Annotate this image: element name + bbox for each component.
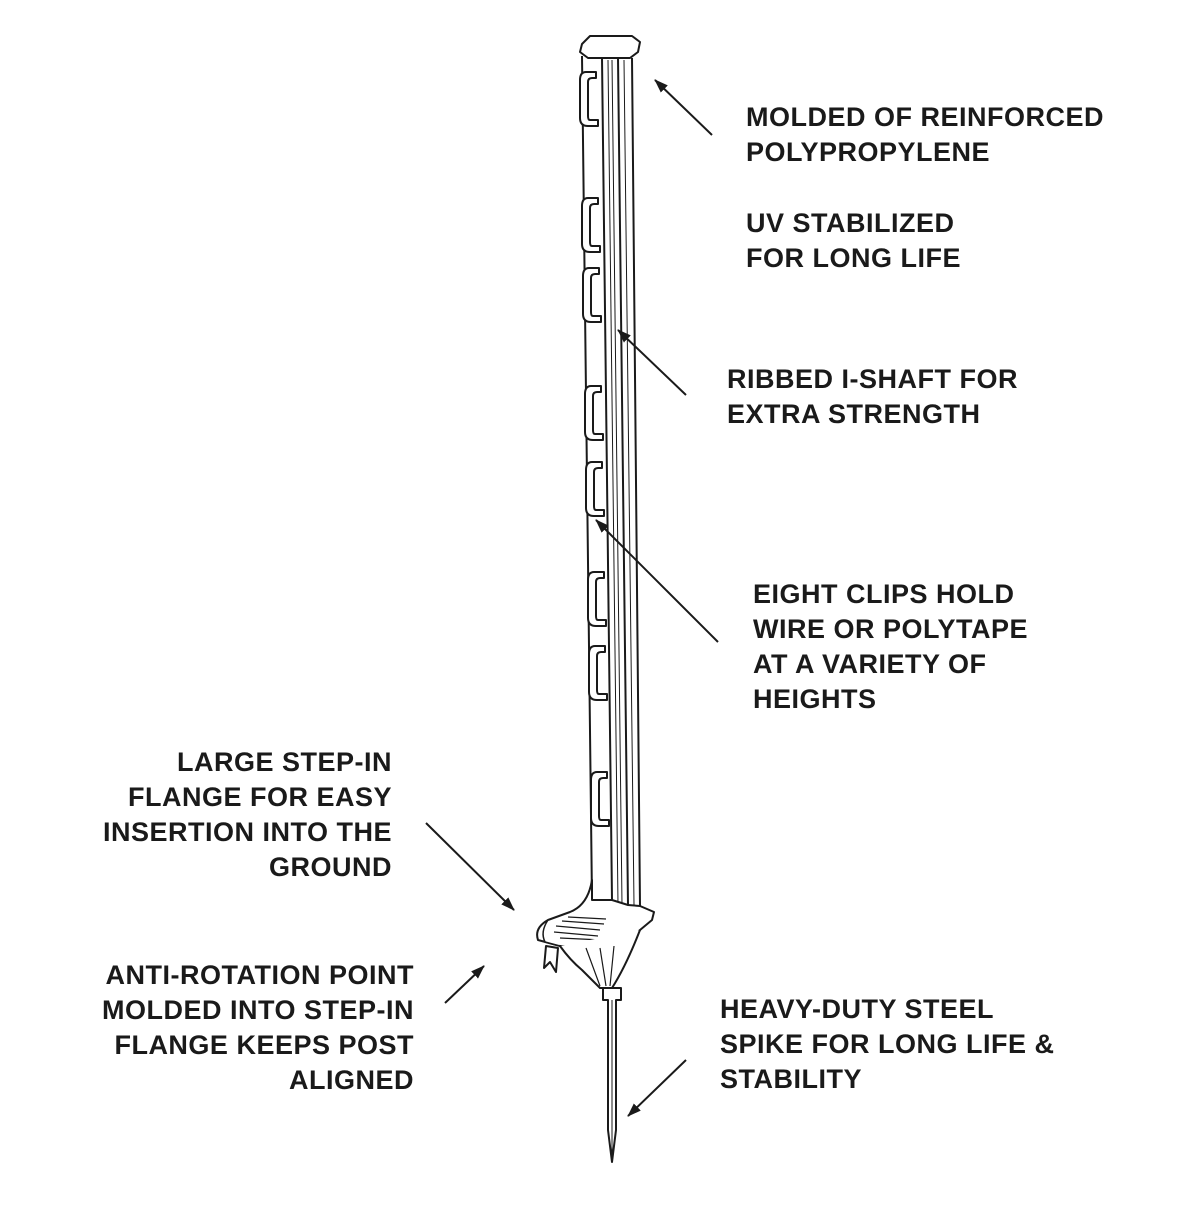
callout-line: ANTI-ROTATION POINT bbox=[105, 960, 414, 990]
arrow-anti-rotation bbox=[444, 965, 485, 1004]
callout-line: POLYPROPYLENE bbox=[746, 137, 991, 167]
callout-clips: EIGHT CLIPS HOLD WIRE OR POLYTAPE AT A V… bbox=[753, 577, 1028, 717]
post-clips bbox=[579, 71, 610, 827]
fence-post bbox=[536, 35, 655, 1163]
clip bbox=[582, 267, 602, 323]
callout-line: FLANGE KEEPS POST bbox=[114, 1030, 414, 1060]
clip bbox=[588, 645, 608, 701]
clip bbox=[579, 71, 599, 127]
callout-line: LARGE STEP-IN bbox=[176, 747, 392, 777]
callout-line: GROUND bbox=[269, 852, 392, 882]
callout-line: INSERTION INTO THE bbox=[102, 817, 392, 847]
callout-line: HEAVY-DUTY STEEL bbox=[720, 994, 995, 1024]
steel-spike bbox=[602, 987, 622, 1163]
callout-line: AT A VARIETY OF bbox=[753, 649, 987, 679]
callout-line: SPIKE FOR LONG LIFE & bbox=[720, 1029, 1055, 1059]
callout-uv: UV STABILIZED FOR LONG LIFE bbox=[746, 206, 961, 276]
callout-line: RIBBED I-SHAFT FOR bbox=[727, 364, 1018, 394]
callout-line: UV STABILIZED bbox=[746, 208, 955, 238]
arrow-clips bbox=[595, 519, 719, 643]
callout-line: STABILITY bbox=[720, 1064, 862, 1094]
post-shaft-rib bbox=[607, 59, 635, 906]
step-in-flange bbox=[536, 879, 655, 989]
callout-flange: LARGE STEP-IN FLANGE FOR EASY INSERTION … bbox=[103, 745, 392, 885]
callout-shaft: RIBBED I-SHAFT FOR EXTRA STRENGTH bbox=[727, 362, 1018, 432]
callout-line: FOR LONG LIFE bbox=[746, 243, 961, 273]
callout-line: EIGHT CLIPS HOLD bbox=[753, 579, 1015, 609]
callout-anti-rotation: ANTI-ROTATION POINT MOLDED INTO STEP-IN … bbox=[102, 958, 414, 1098]
arrow-spike bbox=[627, 1059, 687, 1117]
post-top-cap bbox=[579, 35, 641, 59]
callout-line: ALIGNED bbox=[289, 1065, 414, 1095]
callout-spike: HEAVY-DUTY STEEL SPIKE FOR LONG LIFE & S… bbox=[720, 992, 1055, 1097]
arrow-flange bbox=[425, 822, 515, 911]
clip bbox=[587, 571, 607, 627]
anti-rotation-point bbox=[543, 945, 559, 973]
callout-line: EXTRA STRENGTH bbox=[727, 399, 981, 429]
clip bbox=[584, 385, 604, 441]
clip bbox=[585, 461, 605, 517]
arrow-shaft bbox=[617, 329, 687, 396]
arrow-material bbox=[654, 79, 713, 136]
callout-line: WIRE OR POLYTAPE bbox=[753, 614, 1029, 644]
callout-line: FLANGE FOR EASY bbox=[127, 782, 392, 812]
callout-line: MOLDED INTO STEP-IN bbox=[101, 995, 414, 1025]
clip bbox=[581, 197, 601, 253]
callout-line: HEIGHTS bbox=[753, 684, 877, 714]
callout-material: MOLDED OF REINFORCED POLYPROPYLENE bbox=[746, 100, 1104, 170]
clip bbox=[590, 771, 610, 827]
leader-arrows bbox=[425, 79, 719, 1117]
callout-line: MOLDED OF REINFORCED bbox=[746, 102, 1104, 132]
